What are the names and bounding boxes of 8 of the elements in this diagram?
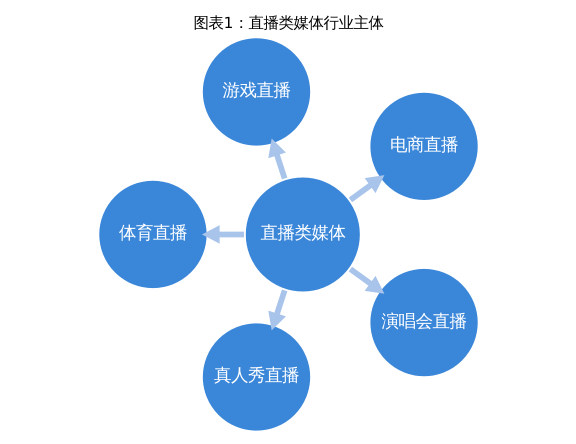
arrow [201,225,244,244]
node-circle: 电商直播 [367,90,480,203]
diagram-title: 图表1：直播类媒体行业主体 [193,14,383,32]
arrow [268,138,287,180]
arrow [268,290,287,330]
node-circle: 演唱会直播 [367,266,480,380]
arrow [348,175,384,202]
arrow [348,266,384,294]
